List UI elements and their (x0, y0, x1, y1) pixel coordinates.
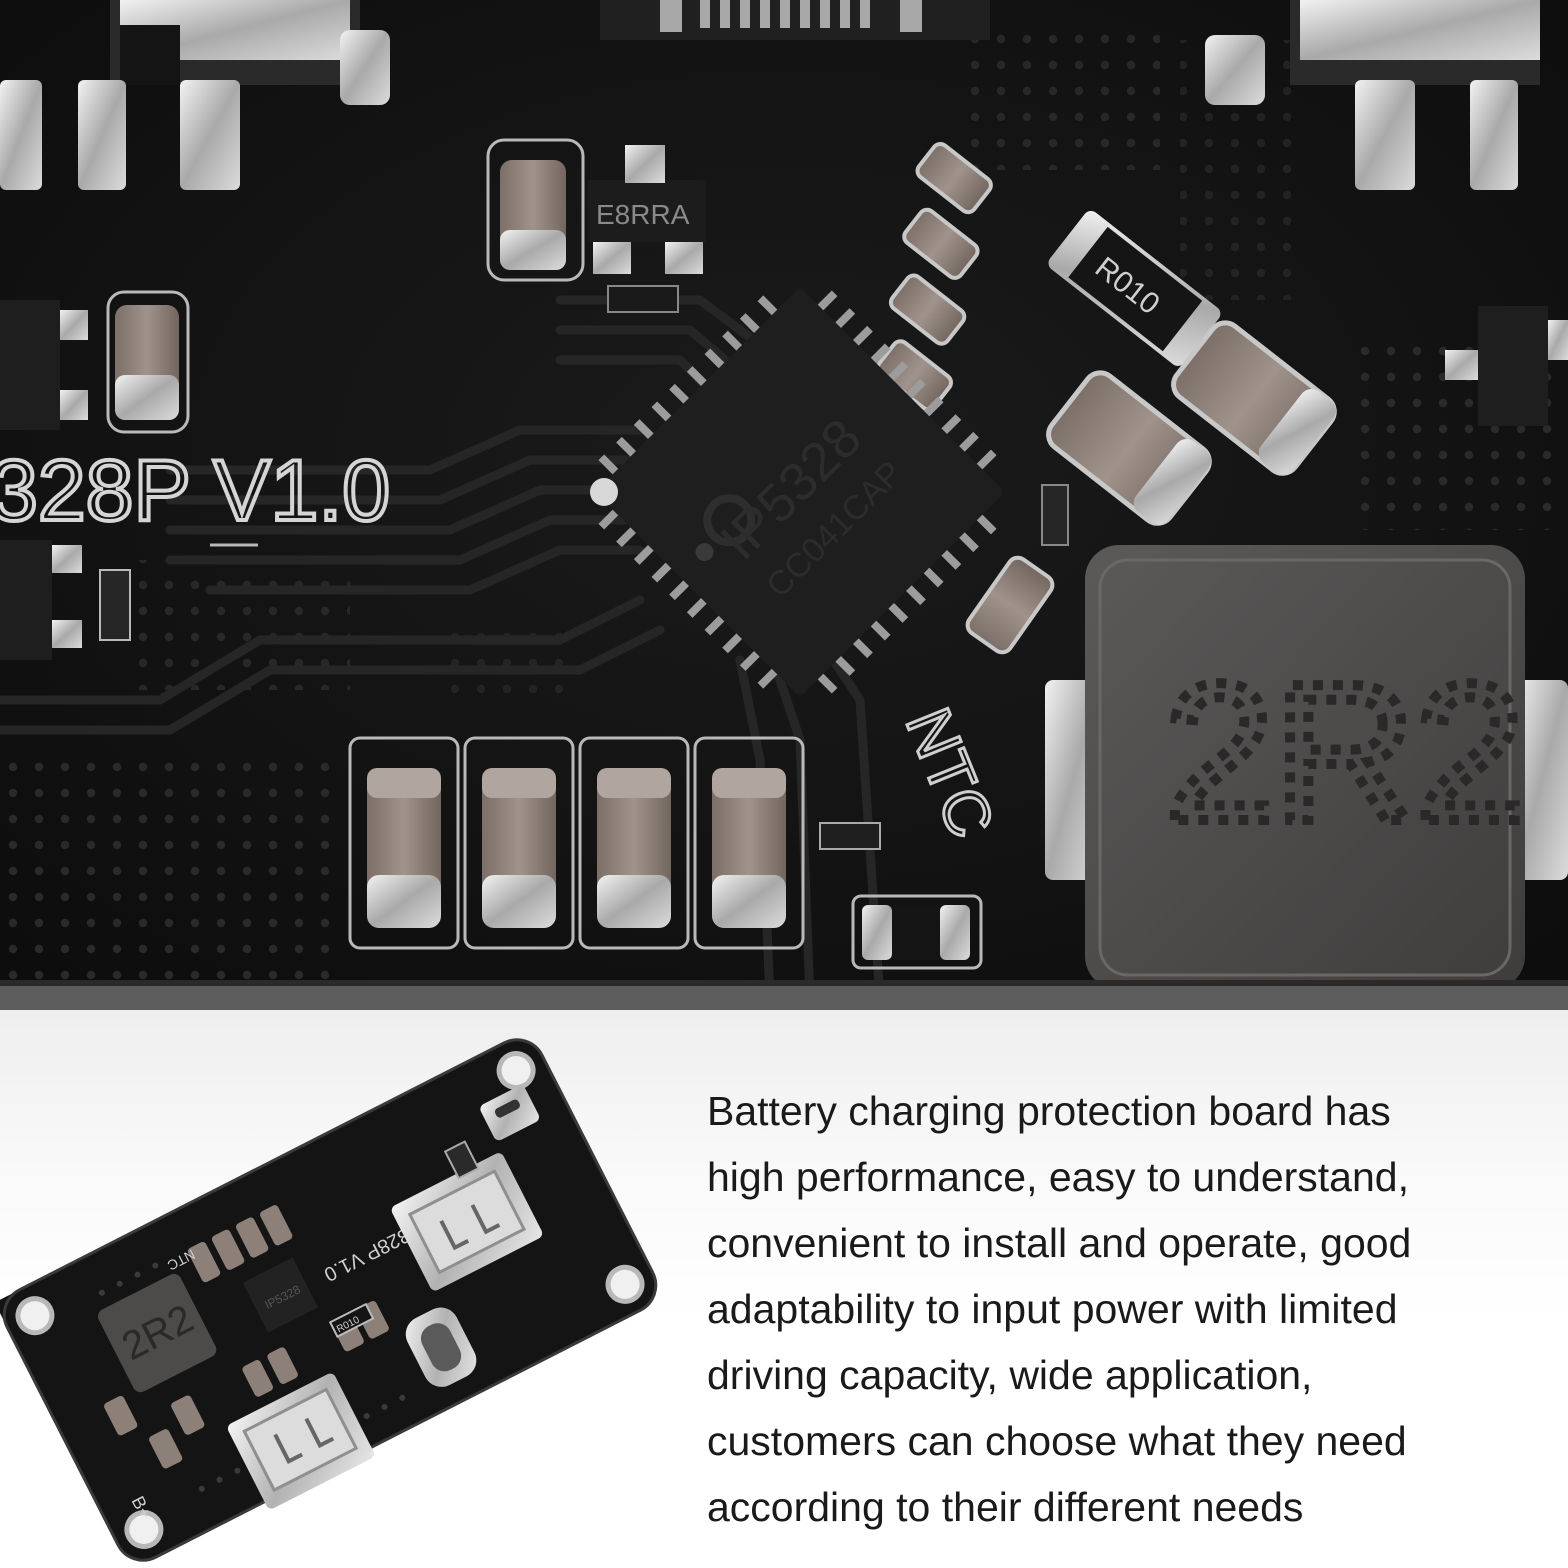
inductor-marking: 2R2 (1165, 643, 1525, 862)
description-line: according to their different needs (707, 1484, 1304, 1530)
pcb-thumbnail-photo: 2R2 IP5328 NTC IP5328P V1.0 (0, 1038, 658, 1562)
description-line: customers can choose what they need (707, 1418, 1407, 1464)
pcb-closeup-photo: E8RRA R010 (0, 0, 1568, 1010)
description-line: convenient to install and operate, good (707, 1220, 1412, 1266)
description-line: driving capacity, wide application, (707, 1352, 1313, 1398)
board-version-label: 328P V1.0 (0, 443, 390, 539)
description-line: adaptability to input power with limited (707, 1286, 1398, 1332)
transistor-marking: E8RRA (596, 199, 690, 230)
description-line: Battery charging protection board has (707, 1088, 1391, 1134)
product-description: Battery charging protection board has hi… (707, 1078, 1507, 1540)
description-line: high performance, easy to understand, (707, 1154, 1409, 1200)
